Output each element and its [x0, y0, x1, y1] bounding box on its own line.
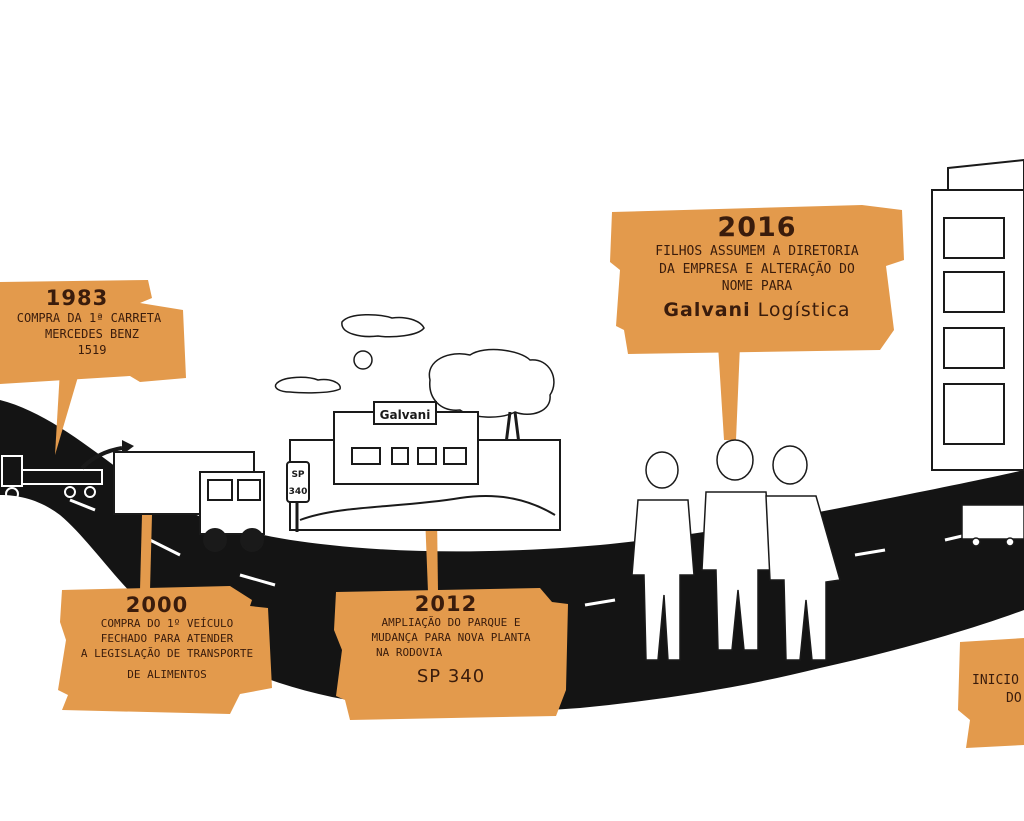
milestone-2000-line1: COMPRA DO 1º VEÍCULO [100, 617, 234, 630]
milestone-2016: 2016 FILHOS ASSUMEM A DIRETORIA DA EMPRE… [622, 212, 892, 323]
year-1983: 1983 [45, 286, 109, 310]
milestone-2000-line4: DE ALIMENTOS [127, 667, 207, 681]
milestone-2016-line2: DA EMPRESA E ALTERAÇÃO DO [659, 261, 855, 277]
milestone-partial-line2: DO [1006, 690, 1022, 706]
person-head [716, 439, 754, 481]
milestone-1983-line3: 1519 [77, 343, 107, 358]
tall-building [931, 158, 1024, 471]
person-head [645, 451, 679, 489]
milestone-partial: INICIO DO [972, 672, 1024, 707]
milestone-2000: 2000 COMPRA DO 1º VEÍCULO FECHADO PARA A… [64, 593, 270, 682]
galvani-building [289, 401, 561, 531]
milestone-2012-line3: NA RODOVIA [376, 645, 443, 659]
road-sign-line2: 340 [289, 487, 308, 497]
sign-board-2000 [58, 586, 272, 714]
year-2012: 2012 [414, 592, 478, 616]
brand-name-bold: Galvani [663, 298, 751, 321]
milestone-2000-line2: FECHADO PARA ATENDER [100, 631, 234, 645]
sky-elements [274, 314, 425, 394]
person-head [772, 445, 808, 485]
milestone-2016-brand: Galvani Logística [622, 298, 892, 324]
year-2000: 2000 [125, 593, 189, 617]
sun [353, 350, 373, 370]
building-sign-text: Galvani [380, 408, 431, 422]
milestone-1983-line2: MERCEDES BENZ [45, 327, 139, 342]
milestone-1983: 1983 COMPRA DA 1ª CARRETA MERCEDES BENZ … [2, 286, 182, 359]
milestone-2000-line3: A LEGISLAÇÃO DE TRANSPORTE [80, 646, 254, 660]
milestone-2012-line1: AMPLIAÇÃO DO PARQUE E [381, 616, 521, 629]
year-2016: 2016 [717, 212, 797, 243]
milestone-2016-line3: NOME PARA [721, 279, 793, 295]
road-sign-sp340: SP 340 [286, 461, 310, 532]
milestone-partial-line1: INICIO [972, 673, 1019, 688]
sign-stems [55, 345, 740, 592]
three-people [631, 439, 841, 661]
flatbed-truck [1, 455, 103, 501]
road-sign-line1: SP [291, 470, 304, 480]
milestone-2016-line1: FILHOS ASSUMEM A DIRETORIA [655, 244, 859, 259]
sign-board-2012 [334, 588, 568, 720]
brand-name-rest: Logística [757, 298, 851, 321]
milestone-2012: 2012 AMPLIAÇÃO DO PARQUE E MUDANÇA PARA … [340, 592, 562, 689]
small-truck-right [961, 504, 1024, 547]
box-truck [113, 451, 265, 552]
person-body [765, 495, 841, 661]
person-body [631, 499, 695, 661]
lane-markings [69, 498, 976, 607]
cloud [341, 314, 425, 338]
sign-board-partial [958, 638, 1024, 748]
milestone-1983-line1: COMPRA DA 1ª CARRETA [16, 311, 162, 325]
milestone-2012-line2: MUDANÇA PARA NOVA PLANTA [371, 630, 531, 644]
milestone-2012-line4: SP 340 [416, 665, 486, 687]
sign-board-2016 [610, 205, 904, 354]
sign-board-1983 [0, 280, 186, 384]
sign-boards [0, 205, 1024, 748]
cloud [274, 376, 341, 394]
